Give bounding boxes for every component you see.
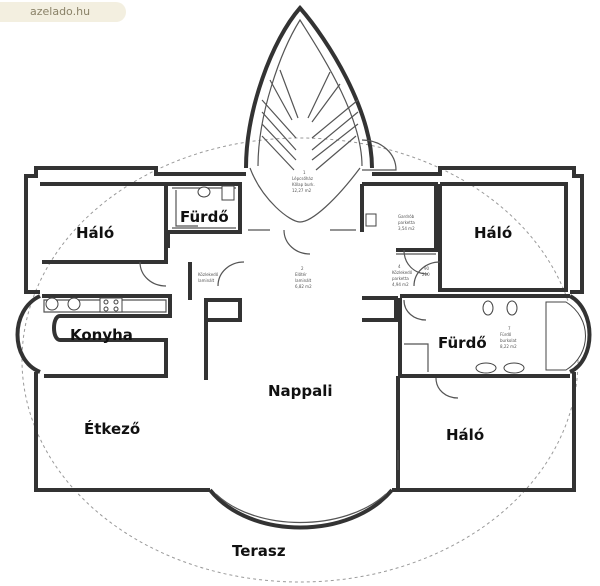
doors xyxy=(139,229,459,399)
corridor-right-name: Közlekedő xyxy=(392,270,413,275)
corridor-right-area: 4,94 m2 xyxy=(392,282,409,287)
door-dim-bottom: 210 xyxy=(422,272,430,277)
room-label-konyha: Konyha xyxy=(70,326,133,344)
room-label-nappali: Nappali xyxy=(268,382,333,400)
terrace-outline xyxy=(21,137,579,583)
corridor-right-sub: parketta xyxy=(392,276,409,281)
stair-sub: Kőlap burk. xyxy=(292,182,315,187)
room-label-terasz: Terasz xyxy=(232,542,286,560)
bath-name: Fürdő xyxy=(500,332,512,337)
closet-name: Gardrób xyxy=(398,214,415,219)
hall-name: Előtér xyxy=(295,272,307,277)
outer-walls xyxy=(15,166,592,530)
hall-sub: laminált xyxy=(295,278,312,283)
room-label-furdo-right: Fürdő xyxy=(438,334,487,352)
room-label-etkezo: Étkező xyxy=(84,419,140,438)
closet-sub: parketta xyxy=(398,220,415,225)
door-dim-top: 90 xyxy=(424,266,430,271)
corridor-right-num: 4 xyxy=(398,264,401,269)
interior-walls xyxy=(40,182,570,488)
fixtures xyxy=(45,185,586,374)
room-label-halo-left: Háló xyxy=(76,224,114,242)
stair-area: 12,27 m2 xyxy=(292,188,312,193)
stair-name: Lépcsőház xyxy=(292,176,313,181)
stair-num: 1 xyxy=(303,170,306,175)
hall-num: 2 xyxy=(301,266,304,271)
room-label-furdo-top: Fürdő xyxy=(180,208,229,226)
room-label-halo-right-top: Háló xyxy=(474,224,512,242)
closet-area: 3,54 m2 xyxy=(398,226,415,231)
bath-sub: burkolat xyxy=(500,338,517,343)
hall-area: 6,82 m2 xyxy=(295,284,312,289)
watermark: azelado.hu xyxy=(0,2,126,22)
corridor-left-sub: laminált xyxy=(198,278,215,283)
bath-num: 7 xyxy=(508,326,511,331)
stair-tower xyxy=(244,4,397,223)
corridor-left-name: Közlekedő xyxy=(198,272,219,277)
bath-area: 8,22 m2 xyxy=(500,344,517,349)
room-label-halo-right-bottom: Háló xyxy=(446,426,484,444)
